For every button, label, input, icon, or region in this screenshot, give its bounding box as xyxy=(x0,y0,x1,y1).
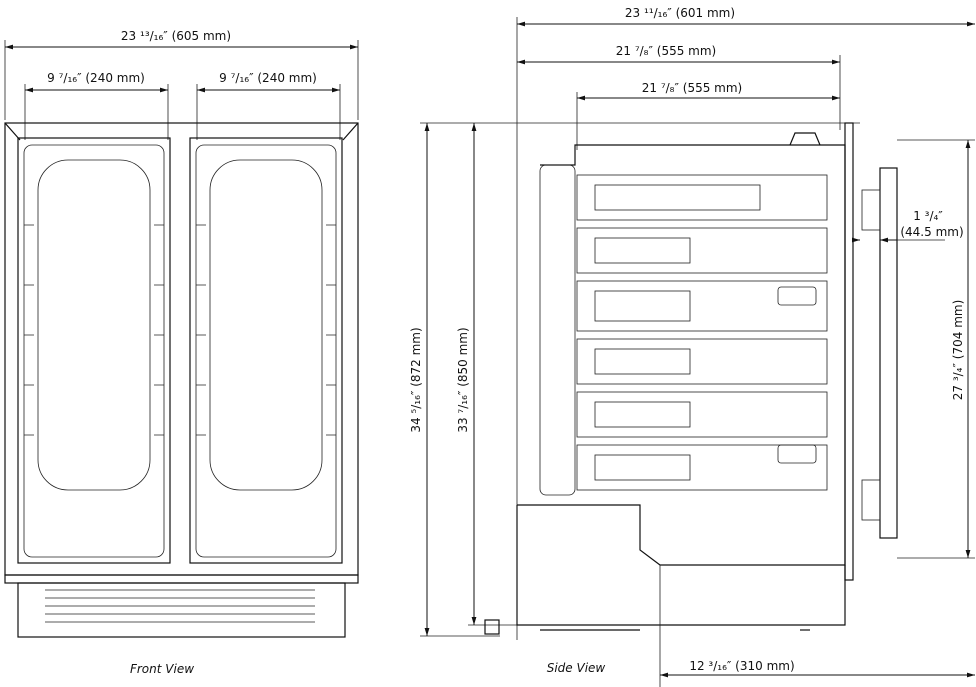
side-view-caption: Side View xyxy=(547,661,606,675)
handle-depth-mm-label: (44.5 mm) xyxy=(900,225,963,239)
left-door-width-label: 9 ⁷/₁₆″ (240 mm) xyxy=(47,71,145,85)
right-door-width-label: 9 ⁷/₁₆″ (240 mm) xyxy=(219,71,317,85)
shelves xyxy=(576,174,828,491)
overall-height-label: 34 ⁵/₁₆″ (872 mm) xyxy=(409,327,423,432)
front-overall-width-label: 23 ¹³/₁₆″ (605 mm) xyxy=(121,29,231,43)
handle-depth-label: 1 ³/₄″ xyxy=(913,209,943,223)
side-depth-2-label: 21 ⁷/₈″ (555 mm) xyxy=(642,81,743,95)
right-door xyxy=(189,137,343,564)
left-door xyxy=(17,137,171,564)
door-profile xyxy=(844,122,854,581)
cabinet-height-label: 33 ⁷/₁₆″ (850 mm) xyxy=(456,327,470,432)
front-view: 23 ¹³/₁₆″ (605 mm) 9 ⁷/₁₆″ (240 mm) 9 ⁷/… xyxy=(4,29,359,676)
side-depth-1-label: 21 ⁷/₈″ (555 mm) xyxy=(616,44,717,58)
side-overall-depth-label: 23 ¹¹/₁₆″ (601 mm) xyxy=(625,6,735,20)
side-view: 23 ¹¹/₁₆″ (601 mm) 21 ⁷/₈″ (555 mm) 21 ⁷… xyxy=(409,6,975,687)
leveling-foot xyxy=(484,619,500,635)
bottom-depth-label: 12 ³/₁₆″ (310 mm) xyxy=(689,659,794,673)
front-view-caption: Front View xyxy=(130,662,194,676)
door-handle xyxy=(879,167,898,539)
handle-length-label: 27 ³/₄″ (704 mm) xyxy=(951,300,965,401)
